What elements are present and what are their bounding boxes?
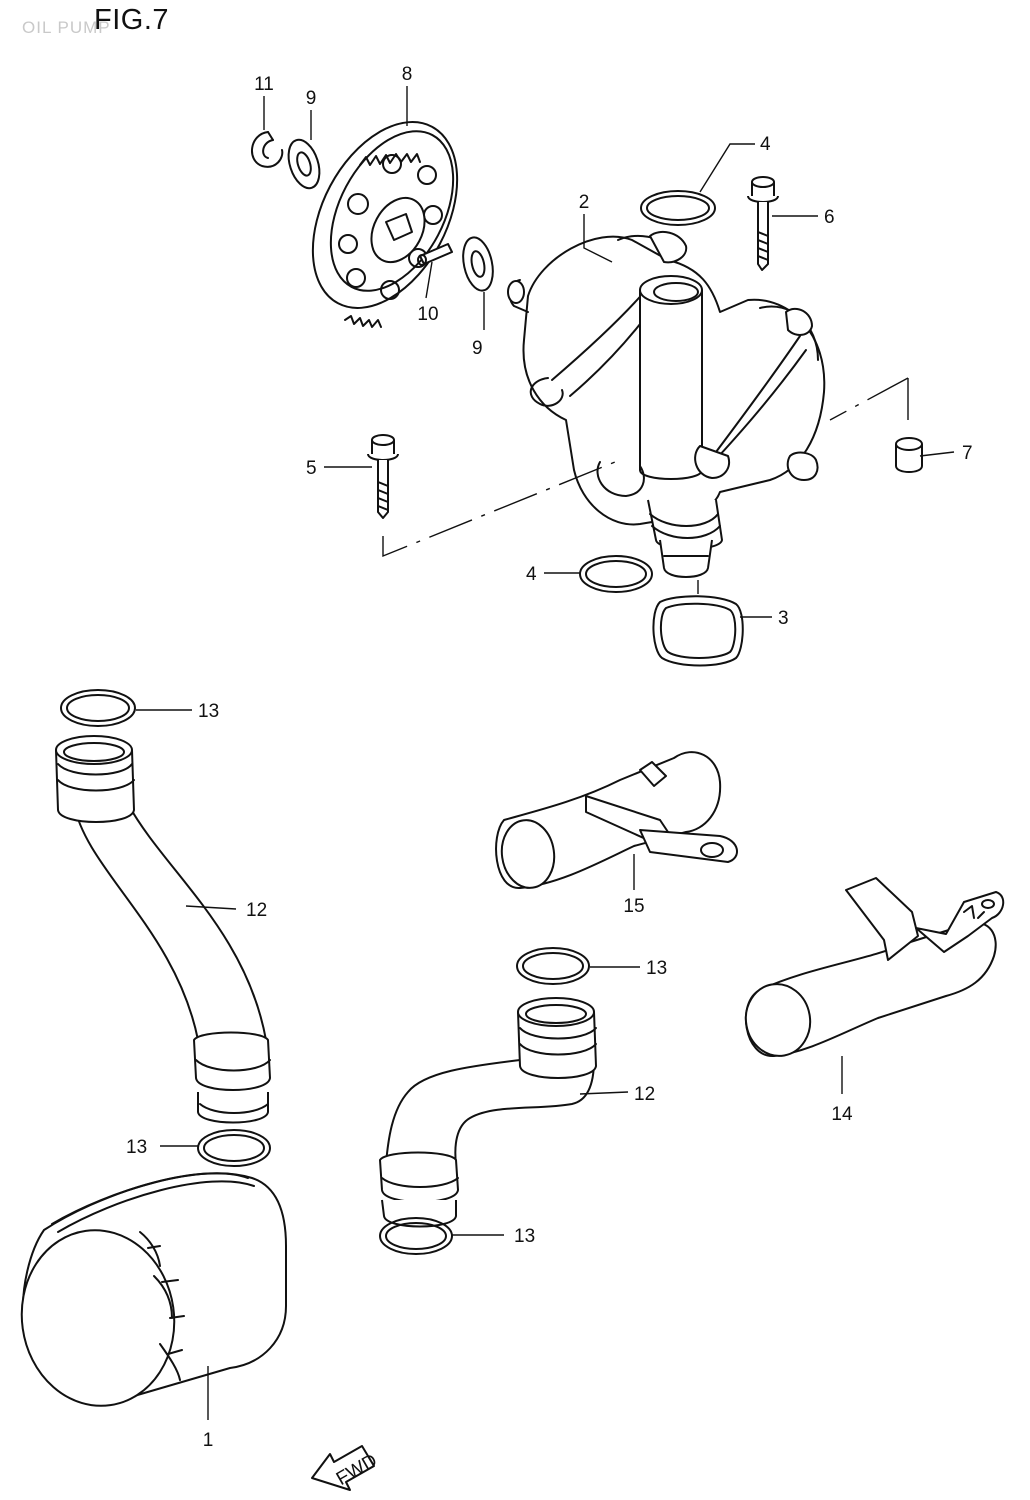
callout-4-upper[interactable]: 4 xyxy=(760,134,771,155)
part-5-bolt[interactable] xyxy=(367,434,399,519)
callout-12-middle[interactable]: 12 xyxy=(634,1084,655,1105)
part-1-oil-filter[interactable] xyxy=(10,1172,287,1416)
figure-title: FIG.7 xyxy=(94,4,170,36)
part-4-o-ring-upper[interactable] xyxy=(640,190,716,226)
part-10-pin[interactable] xyxy=(417,243,453,266)
callout-13-b[interactable]: 13 xyxy=(126,1137,147,1158)
callout-12-left[interactable]: 12 xyxy=(246,900,267,921)
leader-lines xyxy=(136,86,955,1420)
callout-13-c[interactable]: 13 xyxy=(646,958,667,979)
callout-3[interactable]: 3 xyxy=(778,608,789,629)
part-13-o-ring-a[interactable] xyxy=(60,689,136,727)
part-2-oil-pump-body[interactable] xyxy=(507,230,826,578)
callout-13-d[interactable]: 13 xyxy=(514,1226,535,1247)
part-12-oil-pipe-middle[interactable] xyxy=(379,997,597,1228)
part-15-oil-pipe-bracket[interactable] xyxy=(495,751,738,891)
part-8-drive-sprocket[interactable] xyxy=(283,98,486,333)
callout-2[interactable]: 2 xyxy=(579,192,590,213)
callout-1[interactable]: 1 xyxy=(203,1430,214,1451)
part-9-washer-lower[interactable] xyxy=(459,235,498,294)
callout-8[interactable]: 8 xyxy=(402,64,413,85)
callout-9-lower[interactable]: 9 xyxy=(472,338,483,359)
part-13-o-ring-d[interactable] xyxy=(379,1217,453,1255)
callout-6[interactable]: 6 xyxy=(824,207,835,228)
callout-13-a[interactable]: 13 xyxy=(198,701,219,722)
callout-4-lower[interactable]: 4 xyxy=(526,564,537,585)
part-14-oil-pipe-bracket[interactable] xyxy=(740,877,1005,1061)
part-6-bolt[interactable] xyxy=(747,176,779,271)
callout-9-upper[interactable]: 9 xyxy=(306,88,317,109)
part-13-o-ring-c[interactable] xyxy=(516,947,590,985)
callout-7[interactable]: 7 xyxy=(962,443,973,464)
part-4-o-ring-lower[interactable] xyxy=(579,555,653,593)
fwd-direction-arrow: FWD xyxy=(311,1445,381,1491)
part-7-dowel[interactable] xyxy=(895,437,923,473)
figure-ghost-heading: OIL PUMP xyxy=(22,18,111,37)
callout-5[interactable]: 5 xyxy=(306,458,317,479)
part-13-o-ring-b[interactable] xyxy=(197,1129,271,1167)
callout-15[interactable]: 15 xyxy=(623,896,644,917)
part-3-gasket[interactable] xyxy=(652,595,744,667)
part-9-washer-upper[interactable] xyxy=(283,136,325,192)
callout-labels: 11 9 8 4 2 6 10 9 7 5 4 3 13 12 15 13 13… xyxy=(126,64,973,1451)
callout-10[interactable]: 10 xyxy=(417,304,438,325)
part-11-circlip[interactable] xyxy=(251,131,284,168)
callout-11[interactable]: 11 xyxy=(254,74,274,95)
part-12-oil-pipe-left[interactable] xyxy=(55,735,271,1124)
callout-14[interactable]: 14 xyxy=(831,1104,853,1125)
